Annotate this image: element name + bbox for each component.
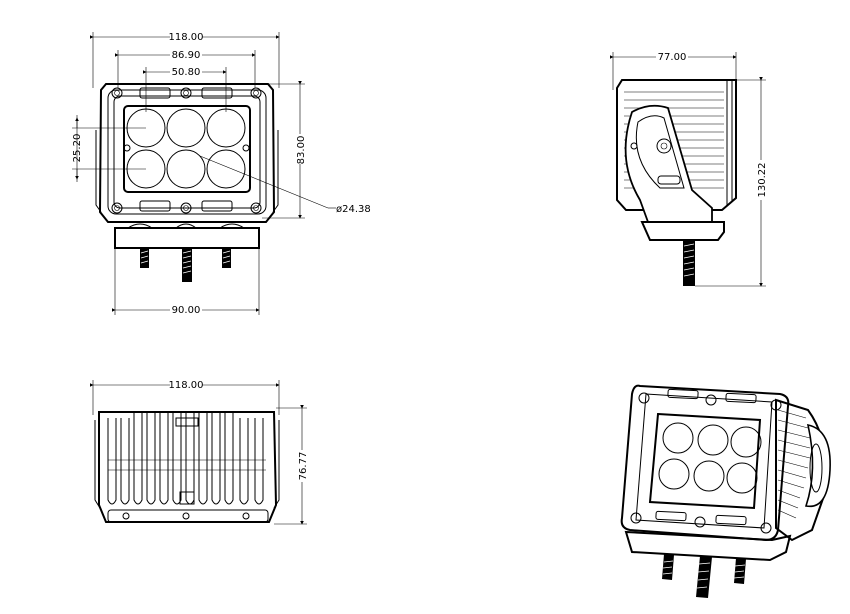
front-housing-outline — [98, 83, 276, 223]
iso-mounting-studs — [662, 554, 746, 598]
front-view: 118.00 86.90 50.80 25.20 83.00 90.00 — [72, 31, 371, 316]
top-housing-outline — [98, 411, 278, 523]
lens-window — [123, 105, 251, 193]
dim-lens-spacing-50: 50.80 — [172, 67, 201, 78]
lens-array — [126, 108, 246, 189]
iso-lens-window — [648, 412, 762, 510]
front-bezel — [107, 89, 267, 215]
iso-lens-array — [658, 422, 762, 494]
front-screws — [111, 87, 262, 214]
dim-lens-diameter: ø24.38 — [336, 204, 371, 215]
iso-base — [624, 530, 792, 562]
iso-front-bezel — [620, 384, 790, 542]
dim-front-width-86: 86.90 — [172, 50, 201, 61]
side-view: 77.00 130.22 — [610, 51, 768, 287]
side-housing-outline — [616, 79, 737, 211]
isometric-view — [620, 384, 831, 598]
dim-base-width-90: 90.00 — [172, 305, 201, 316]
top-view: 118.00 76.77 — [90, 379, 309, 525]
front-base-bracket — [114, 227, 260, 249]
mounting-studs — [140, 248, 231, 282]
dim-top-width-118: 118.00 — [169, 380, 204, 391]
dim-front-width-118: 118.00 — [169, 32, 204, 43]
dim-top-height-76: 76.77 — [298, 452, 309, 481]
iso-screws — [630, 392, 782, 534]
dim-front-height-83: 83.00 — [296, 136, 307, 165]
dim-side-height-130: 130.22 — [757, 163, 768, 198]
iso-fins — [777, 409, 811, 519]
dim-lens-pitch-25: 25.20 — [72, 134, 83, 163]
dim-side-depth-77: 77.00 — [658, 52, 687, 63]
side-base — [640, 221, 725, 241]
